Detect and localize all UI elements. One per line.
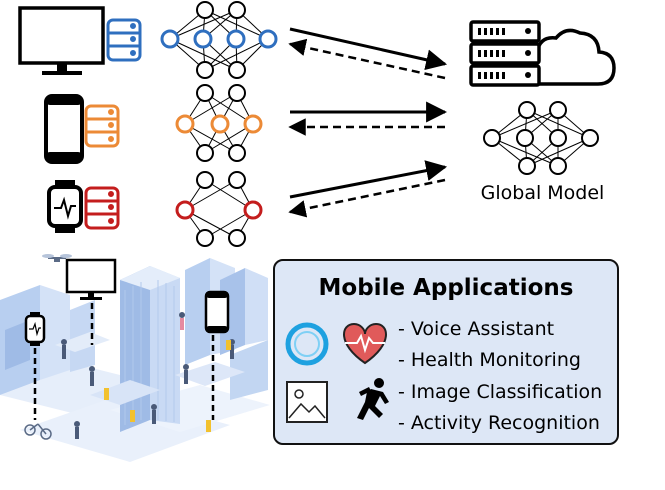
- local-model-watch: [175, 171, 263, 247]
- image-icon: [286, 381, 328, 423]
- phone-icon: [44, 94, 84, 164]
- global-model-network: [483, 101, 599, 175]
- server-icon: [469, 20, 541, 87]
- desktop-icon: [65, 258, 117, 300]
- upload-arrow: [289, 27, 448, 71]
- heart-icon: [343, 322, 387, 365]
- app-item-activity-recognition: - Activity Recognition: [398, 412, 600, 434]
- upload-arrow: [289, 160, 448, 199]
- mobile-applications-panel: Mobile Applications - Voice Assistant - …: [273, 259, 619, 445]
- runner-icon: [357, 378, 389, 420]
- app-item-health-monitoring: - Health Monitoring: [398, 349, 581, 371]
- global-model-label: Global Model: [480, 182, 605, 204]
- app-item-image-classification: - Image Classification: [398, 381, 603, 403]
- download-arrow: [288, 178, 446, 218]
- drone-icon: [42, 254, 72, 262]
- smartwatch-icon: [47, 180, 83, 233]
- desktop-icon: [18, 6, 105, 75]
- download-arrow: [288, 38, 446, 80]
- database-icon: [84, 104, 120, 148]
- smartwatch-icon: [24, 312, 46, 346]
- local-model-phone: [175, 84, 263, 162]
- smart-city-illustration: [0, 254, 270, 462]
- mobile-applications-title: Mobile Applications: [318, 275, 574, 301]
- database-icon: [84, 186, 120, 230]
- phone-icon: [204, 290, 230, 334]
- local-model-desktop: [160, 1, 278, 79]
- app-item-voice-assistant: - Voice Assistant: [398, 318, 555, 340]
- voice-assistant-icon: [285, 322, 329, 366]
- database-icon: [106, 18, 142, 62]
